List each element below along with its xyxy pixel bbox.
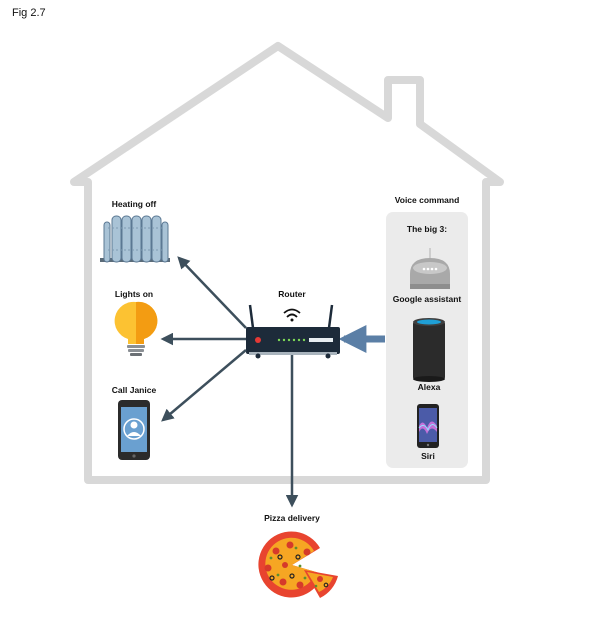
pizza-icon (258, 531, 338, 598)
pizza-label: Pizza delivery (264, 513, 320, 523)
assistant-label-alexa: Alexa (418, 382, 441, 392)
radiator-icon (100, 215, 170, 263)
phone-icon (118, 400, 150, 460)
heating-label: Heating off (112, 199, 157, 209)
google-home-icon (410, 248, 450, 289)
router-to-heating-arrow (177, 256, 247, 329)
big-three-subtitle: The big 3: (407, 224, 447, 234)
router-icon (246, 304, 340, 359)
house-outline (70, 42, 504, 484)
siri-phone-icon (417, 404, 439, 448)
router-label: Router (278, 289, 306, 299)
light-bulb-icon (114, 301, 158, 356)
phone-label: Call Janice (112, 385, 157, 395)
lights-label: Lights on (115, 289, 153, 299)
figure-label: Fig 2.7 (12, 7, 46, 19)
alexa-echo-icon (413, 318, 445, 382)
assistant-label-siri: Siri (421, 451, 435, 461)
voice-command-title: Voice command (395, 195, 460, 205)
assistant-label-google: Google assistant (393, 294, 462, 304)
router-to-phone-arrow (161, 349, 247, 422)
